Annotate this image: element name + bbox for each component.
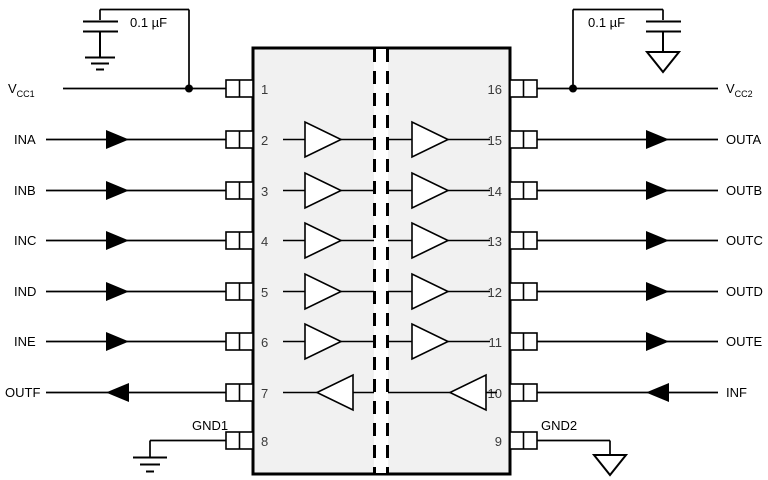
pin-pad-15 <box>509 130 538 149</box>
buffer-channel-e-right <box>388 322 490 361</box>
right-external-wires <box>537 87 718 455</box>
label-gnd2: GND2 <box>541 418 577 433</box>
isolation-gap <box>374 49 388 473</box>
right-flow-arrows <box>646 130 669 402</box>
pin-pad-14 <box>509 181 538 200</box>
arrow-outd-icon <box>646 282 669 301</box>
pin-number-12: 12 <box>488 285 502 300</box>
buffer-channel-c-left <box>283 221 374 260</box>
label-cap-left: 0.1 µF <box>130 15 167 30</box>
pin-number-11: 11 <box>489 335 503 350</box>
pin-number-8: 8 <box>261 434 268 449</box>
label-ind: IND <box>14 284 36 299</box>
arrow-ina-icon <box>106 130 129 149</box>
label-vcc1: VCC1 <box>8 81 35 99</box>
buffer-channel-f-left <box>283 373 374 412</box>
buffer-channel-a-right <box>388 120 490 159</box>
label-ine: INE <box>14 334 36 349</box>
pin-pad-12 <box>509 282 538 301</box>
pin-pad-16 <box>509 79 538 98</box>
pin-number-15: 15 <box>488 133 502 148</box>
ground-symbol-left-cap-icon <box>85 56 115 71</box>
internal-buffers-right-die <box>388 120 497 412</box>
ground-symbol-gnd1-icon <box>133 456 167 473</box>
pin-number-14: 14 <box>488 184 502 199</box>
arrow-outf-icon <box>106 383 129 402</box>
buffer-channel-f-right <box>388 373 497 412</box>
buffer-channel-d-left <box>283 272 374 311</box>
pin-pad-1 <box>225 79 254 98</box>
arrow-oute-icon <box>646 332 669 351</box>
capacitor-right-icon <box>646 20 681 52</box>
label-outc: OUTC <box>726 233 763 248</box>
label-inf: INF <box>726 385 747 400</box>
label-outd: OUTD <box>726 284 763 299</box>
buffer-channel-c-right <box>388 221 490 260</box>
right-bypass-network <box>572 8 664 89</box>
pin-number-13: 13 <box>488 234 502 249</box>
pin-pad-2 <box>225 130 254 149</box>
pin-number-4: 4 <box>261 234 268 249</box>
buffer-channel-d-right <box>388 272 490 311</box>
label-gnd1: GND1 <box>192 418 228 433</box>
label-inb: INB <box>14 183 36 198</box>
label-outb: OUTB <box>726 183 762 198</box>
pin-pad-4 <box>225 231 254 250</box>
ground-symbol-gnd2-icon <box>591 454 629 477</box>
pin-number-6: 6 <box>261 335 268 350</box>
pin-number-9: 9 <box>495 434 502 449</box>
left-pin-pads <box>225 79 254 450</box>
label-cap-right: 0.1 µF <box>588 15 625 30</box>
buffer-channel-b-right <box>388 171 490 210</box>
buffer-channel-a-left <box>283 120 374 159</box>
arrow-outb-icon <box>646 181 669 200</box>
label-oute: OUTE <box>726 334 762 349</box>
buffer-channel-b-left <box>283 171 374 210</box>
pin-pad-8 <box>225 431 254 450</box>
pin-number-2: 2 <box>261 133 268 148</box>
label-inc: INC <box>14 233 36 248</box>
arrow-ine-icon <box>106 332 129 351</box>
left-bypass-network <box>99 8 190 89</box>
pin-pad-5 <box>225 282 254 301</box>
junction-dot-vcc2 <box>569 84 577 93</box>
pin-pad-7 <box>225 383 254 402</box>
pin-number-5: 5 <box>261 285 268 300</box>
pin-number-16: 16 <box>488 82 502 97</box>
pin-pad-13 <box>509 231 538 250</box>
label-vcc2: VCC2 <box>726 81 753 99</box>
label-ina: INA <box>14 132 36 147</box>
pin-pad-3 <box>225 181 254 200</box>
pin-number-1: 1 <box>261 82 268 97</box>
pin-number-7: 7 <box>261 386 268 401</box>
right-pin-pads <box>509 79 538 450</box>
label-outf: OUTF <box>5 385 40 400</box>
pin-pad-9 <box>509 431 538 450</box>
ground-symbol-right-cap-icon <box>644 51 682 74</box>
internal-buffers-left-die <box>283 120 374 412</box>
buffer-channel-e-left <box>283 322 374 361</box>
arrow-ind-icon <box>106 282 129 301</box>
pin-pad-6 <box>225 332 254 351</box>
arrow-inb-icon <box>106 181 129 200</box>
pin-number-3: 3 <box>261 184 268 199</box>
arrow-inc-icon <box>106 231 129 250</box>
pin-pad-10 <box>509 383 538 402</box>
left-flow-arrows <box>106 130 129 402</box>
capacitor-left-icon <box>83 20 118 57</box>
arrow-outc-icon <box>646 231 669 250</box>
pin-pad-11 <box>509 332 538 351</box>
junction-dot-vcc1 <box>185 84 193 93</box>
pin-number-10: 10 <box>488 386 502 401</box>
left-external-wires <box>46 87 226 457</box>
label-outa: OUTA <box>726 132 761 147</box>
arrow-outa-icon <box>646 130 669 149</box>
arrow-inf-icon <box>646 383 669 402</box>
